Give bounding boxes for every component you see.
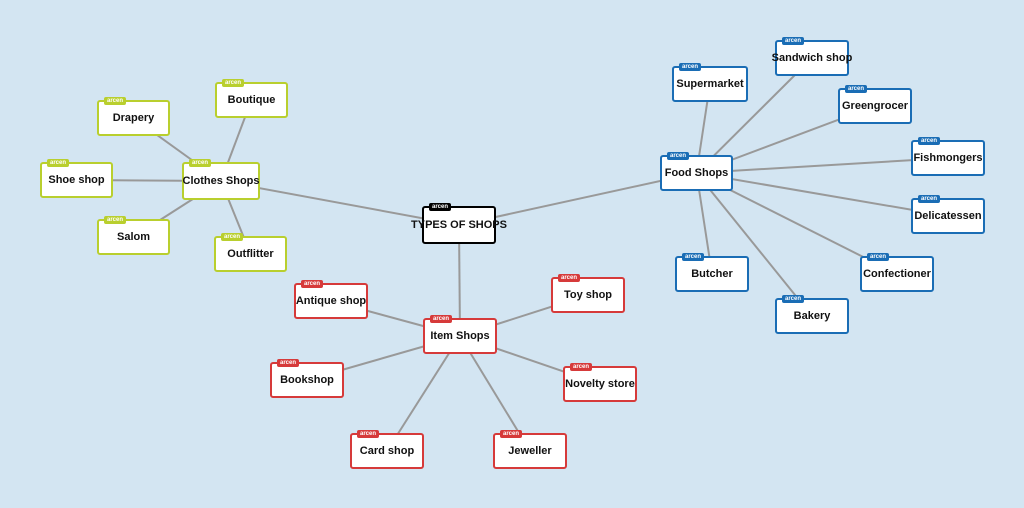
node-label: Sandwich shop — [771, 52, 853, 64]
node-tag: arcen — [918, 195, 941, 203]
node-tag: arcen — [104, 97, 127, 105]
edge-food-fishmongers — [696, 157, 949, 174]
node-label: Jeweller — [508, 445, 552, 457]
edge-root-food — [458, 172, 697, 226]
edge-food-delicatessen — [696, 172, 949, 217]
node-tag: arcen — [429, 203, 452, 211]
node-tag: arcen — [570, 363, 593, 371]
edge-food-bakery — [695, 172, 813, 317]
node-tag: arcen — [558, 274, 581, 282]
node-label: Supermarket — [676, 78, 744, 90]
node-label: Shoe shop — [48, 174, 105, 186]
node-tag: arcen — [189, 159, 212, 167]
node-tag: arcen — [277, 359, 300, 367]
edge-root-clothes — [220, 180, 460, 226]
node-label: Bookshop — [280, 374, 334, 386]
node-tag: arcen — [357, 430, 380, 438]
node-label: Bakery — [793, 310, 831, 322]
edge-item-card — [386, 335, 461, 452]
node-tag: arcen — [47, 159, 70, 167]
node-tag: arcen — [221, 233, 244, 241]
node-label: Butcher — [691, 268, 733, 280]
node-label: Boutique — [227, 94, 276, 106]
node-label: Greengrocer — [841, 100, 909, 112]
node-tag: arcen — [430, 315, 453, 323]
node-tag: arcen — [782, 295, 805, 303]
node-label: Antique shop — [295, 295, 367, 307]
node-label: Salom — [116, 231, 150, 243]
node-tag: arcen — [918, 137, 941, 145]
node-label: Toy shop — [563, 289, 613, 301]
node-label: TYPES OF SHOPS — [411, 219, 507, 231]
node-label: Novelty store — [565, 378, 635, 390]
node-label: Item Shops — [430, 330, 490, 342]
node-label: Delicatessen — [914, 210, 982, 222]
node-label: Drapery — [112, 112, 155, 124]
node-tag: arcen — [667, 152, 690, 160]
node-label: Clothes Shops — [182, 175, 260, 187]
node-tag: arcen — [301, 280, 324, 288]
node-label: Confectioner — [863, 268, 931, 280]
edge-food-sandwich — [695, 57, 813, 174]
node-tag: arcen — [679, 63, 702, 71]
node-tag: arcen — [845, 85, 868, 93]
node-tag: arcen — [104, 216, 127, 224]
node-tag: arcen — [222, 79, 245, 87]
node-label: Fishmongers — [913, 152, 983, 164]
node-label: Outflitter — [227, 248, 274, 260]
node-tag: arcen — [500, 430, 523, 438]
node-tag: arcen — [867, 253, 890, 261]
node-label: Food Shops — [664, 167, 729, 179]
node-tag: arcen — [682, 253, 705, 261]
node-label: Card shop — [359, 445, 415, 457]
node-tag: arcen — [782, 37, 805, 45]
